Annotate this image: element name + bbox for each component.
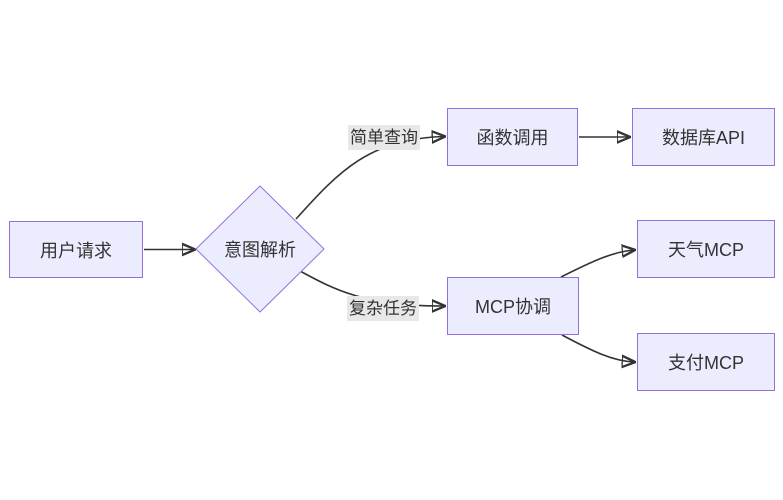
node-database-api: 数据库API	[632, 108, 775, 166]
node-user-request: 用户请求	[9, 221, 143, 278]
node-intent-parse-label: 意图解析	[224, 240, 296, 260]
node-database-api-label: 数据库API	[661, 128, 745, 148]
diamond-shape	[195, 185, 325, 313]
node-mcp-coordination-label: MCP协调	[475, 297, 551, 317]
node-function-call-label: 函数调用	[476, 128, 549, 148]
edge-mcp-coordination-to-weather-mcp	[560, 250, 634, 278]
node-weather-mcp-label: 天气MCP	[668, 240, 744, 260]
edge-label-simple-query: 简单查询	[348, 125, 420, 150]
node-mcp-coordination: MCP协调	[447, 277, 579, 335]
edge-label-complex-task: 复杂任务	[347, 296, 419, 321]
node-payment-mcp-label: 支付MCP	[668, 353, 744, 373]
node-function-call: 函数调用	[447, 108, 578, 166]
edge-mcp-coordination-to-payment-mcp	[561, 334, 634, 362]
node-user-request-label: 用户请求	[40, 240, 112, 261]
node-intent-parse: 意图解析	[195, 185, 325, 313]
node-payment-mcp: 支付MCP	[637, 333, 775, 391]
node-weather-mcp: 天气MCP	[637, 220, 775, 278]
